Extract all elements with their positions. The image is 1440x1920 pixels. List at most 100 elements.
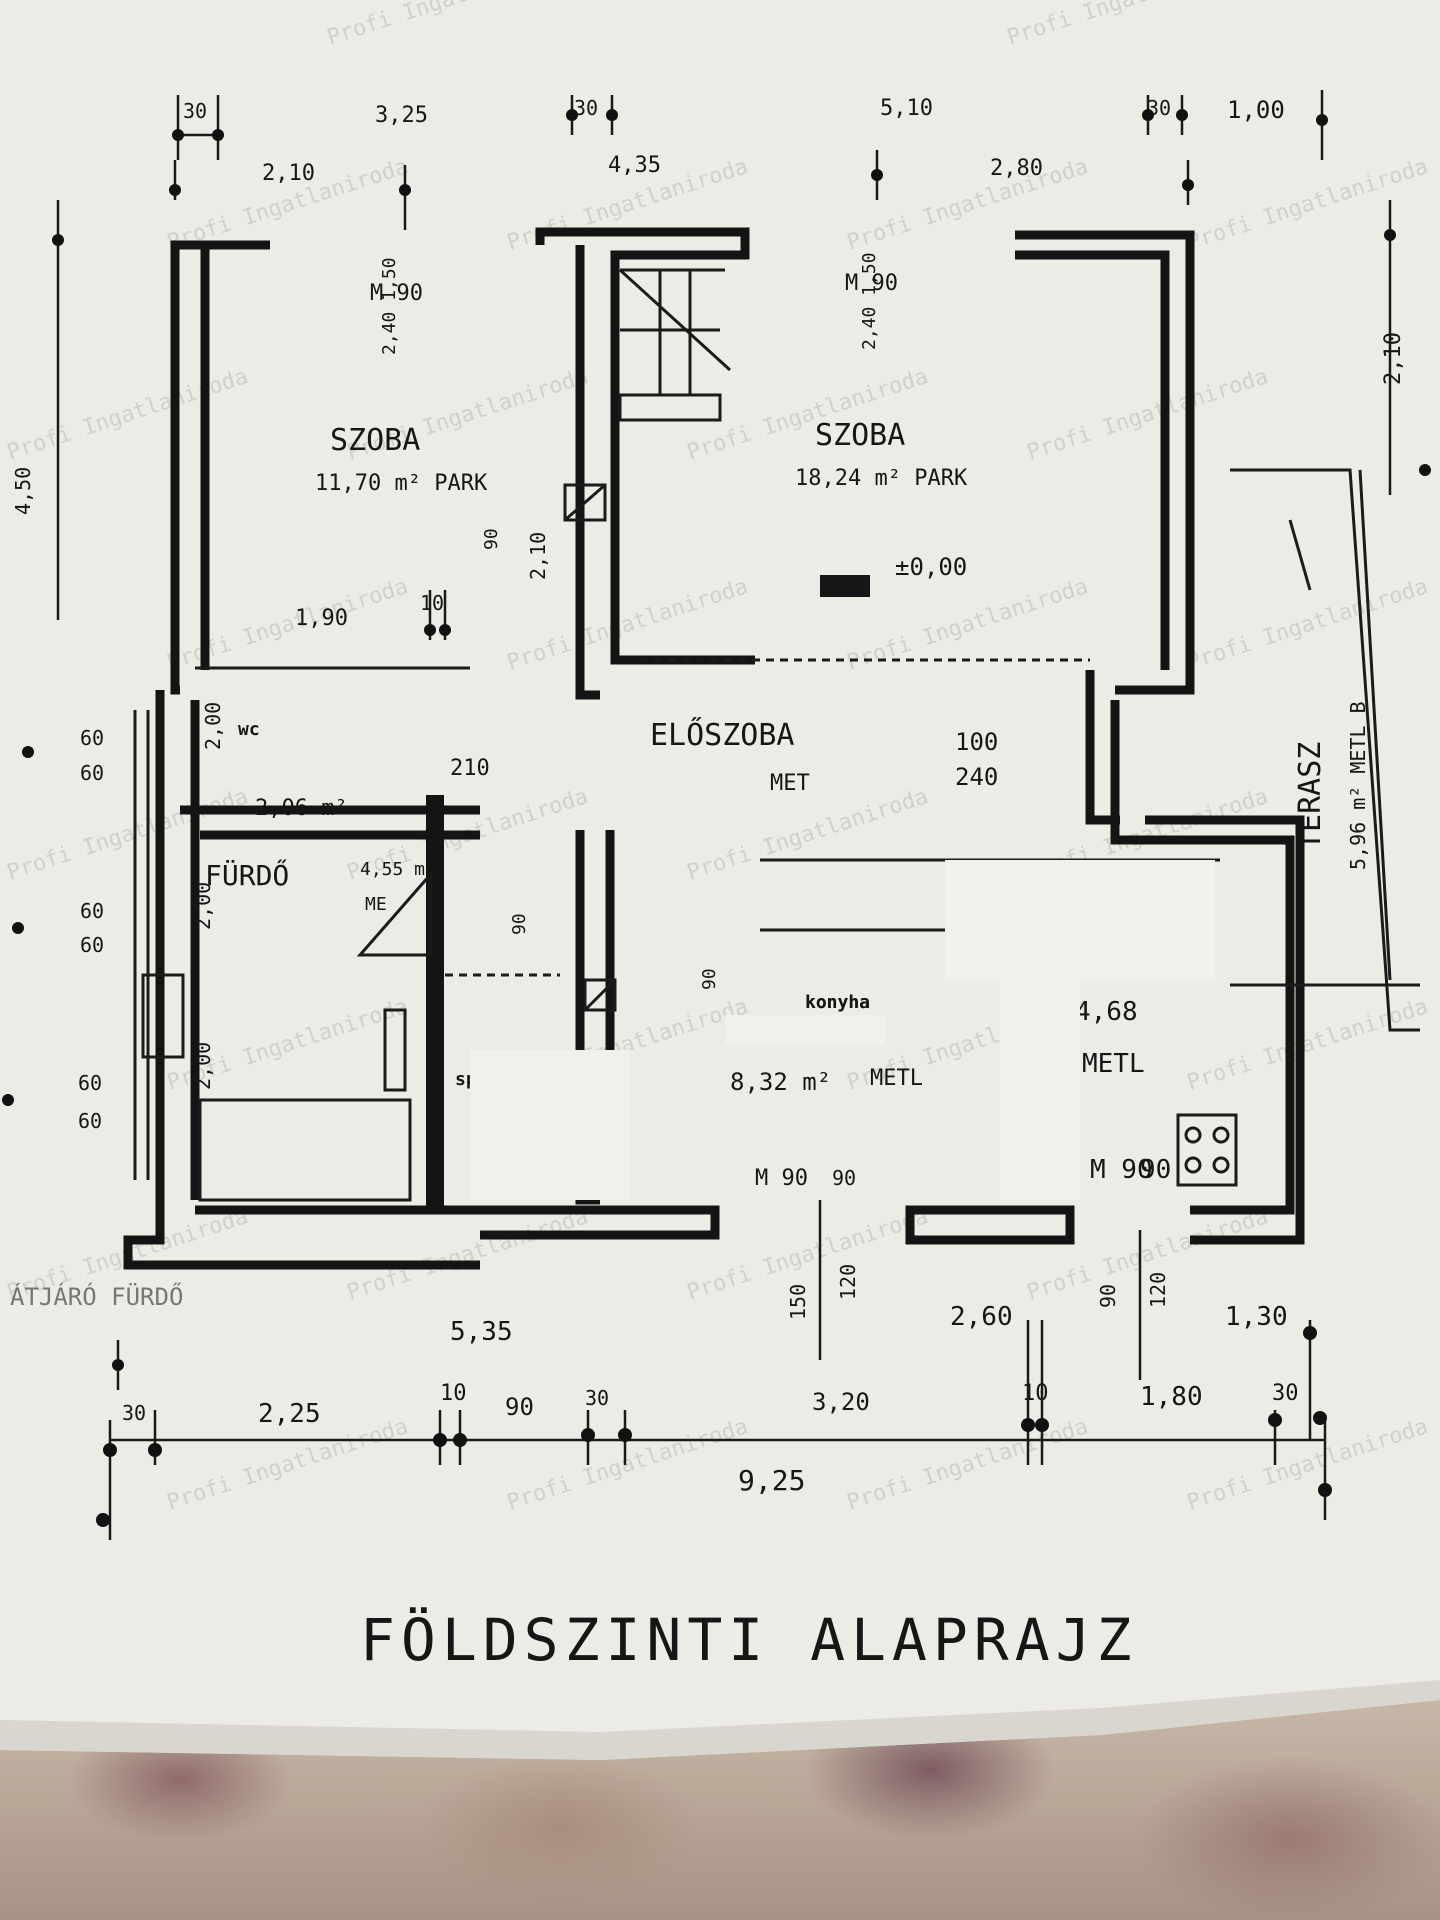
dim-inner: 90	[1140, 1155, 1171, 1185]
window-left	[133, 710, 150, 1180]
wall-bottom-left	[195, 1205, 720, 1240]
legend-left: ÁTJÁRÓ FÜRDŐ	[10, 1281, 183, 1311]
dim-inner: 90	[481, 528, 502, 550]
room-konyha-name-overlay: konyha	[805, 992, 870, 1013]
room-szoba1-window: 2,40 1,50	[379, 257, 400, 355]
room-szoba2-name: SZOBA	[815, 418, 905, 453]
dim-left: 60	[80, 726, 104, 750]
dim-inner: 210	[450, 756, 490, 781]
door-swing	[356, 871, 432, 957]
wall-hall-right	[1085, 670, 1120, 825]
dim-left: 60	[80, 899, 104, 923]
chimney	[583, 978, 617, 1012]
stove-burner	[1212, 1156, 1230, 1174]
bathtub	[198, 1098, 412, 1202]
dim-left: 60	[80, 933, 104, 957]
dim-left: 60	[80, 761, 104, 785]
dim-inner: 90	[509, 913, 530, 935]
dim-bottom: 90	[1096, 1284, 1120, 1308]
paper-shadow	[0, 1680, 1440, 1760]
room-konyha-floor: METL	[870, 1066, 923, 1091]
room-konyha-area: 8,32 m²	[730, 1068, 831, 1096]
room-terasz-area: 5,96 m² METL B	[1346, 701, 1370, 870]
door-label: M 90	[1090, 1155, 1153, 1185]
room-szoba2-level: ±0,00	[895, 553, 967, 581]
room-szoba2-window: 2,40 1,50	[859, 252, 880, 350]
dim-top2: 2,10	[262, 161, 315, 186]
dim-inner: 10	[420, 591, 444, 615]
room-wc-area: 2,06 m²	[255, 796, 348, 821]
room-etkezo-floor: METL	[1082, 1049, 1145, 1079]
dim-top2: 4,35	[608, 153, 661, 178]
room-eloszoba-height: 100	[955, 728, 998, 756]
room-eloszoba-name: ELŐSZOBA	[650, 716, 795, 753]
wall-right-room	[1015, 230, 1195, 695]
dim-bottom2: 1,80	[1140, 1382, 1203, 1412]
dim-bottom: 1,30	[1225, 1302, 1288, 1332]
wall-mid-room	[535, 227, 755, 665]
dim-top: 1,00	[1227, 96, 1285, 124]
chimney-hatch	[583, 978, 617, 1012]
shower-tray	[383, 1008, 407, 1092]
dim-bottom2: 2,25	[258, 1399, 321, 1429]
chimney-hatch	[564, 483, 606, 522]
room-terasz-name: TERASZ	[1293, 742, 1328, 850]
dim-top: 5,10	[880, 96, 933, 121]
dim-inner: 1,90	[295, 606, 348, 631]
dim-bottom2: 30	[122, 1401, 146, 1425]
dim-bottom: 2,60	[950, 1302, 1013, 1332]
dim-inner: 2,10	[526, 532, 550, 580]
room-furdo-area: 4,55 m²	[360, 859, 436, 880]
room-szoba2-area: 18,24 m² PARK	[795, 466, 968, 491]
dim-top: 30	[183, 99, 207, 123]
walls	[123, 227, 1420, 1270]
dim-bottom2: 30	[585, 1386, 609, 1410]
dim-right: 2,10	[1381, 332, 1406, 385]
redactions	[470, 860, 1215, 1200]
dim-top: 3,25	[375, 103, 428, 128]
room-furdo-name: FÜRDŐ	[205, 858, 289, 892]
dim-bottom2: 30	[1272, 1381, 1299, 1406]
room-wc-name: wc	[238, 719, 260, 740]
dim-inner: 90	[699, 968, 720, 990]
dim-bottom: 150	[786, 1284, 810, 1320]
dim-bottom2: 90	[505, 1393, 534, 1421]
chimney	[563, 483, 607, 522]
dim-inner: 2,00	[191, 882, 215, 930]
stove	[1176, 1113, 1238, 1187]
dim-bottom: 5,35	[450, 1317, 513, 1347]
dim-bottom: 120	[1146, 1272, 1170, 1308]
dimensions: 30 3,25 30 5,10 30 1,00 2,10 4,35 2,80 2…	[2, 90, 1431, 1540]
terrace-inner	[1288, 519, 1312, 591]
plan-title: FÖLDSZINTI ALAPRAJZ	[360, 1606, 1137, 1674]
wall-right-kitchen	[1110, 700, 1295, 1215]
room-eloszoba-area: MET	[770, 771, 810, 796]
wall-right-kitchen-inner	[1145, 815, 1305, 1245]
room-szoba1-door: M 90	[370, 281, 423, 306]
room-konyha-name: konyha	[805, 992, 870, 1013]
stair-treads	[618, 393, 722, 422]
room-eloszoba-width: 240	[955, 763, 998, 791]
dim-top2: 2,80	[990, 156, 1043, 181]
wall-mid-left	[575, 245, 600, 700]
paper	[0, 0, 1440, 1760]
dim-bottom2: 10	[1022, 1381, 1049, 1406]
stove-burner	[1212, 1126, 1230, 1144]
room-szoba1-area: 11,70 m² PARK	[315, 471, 488, 496]
dim-inner: 2,00	[201, 702, 225, 750]
stove-burner	[1184, 1126, 1202, 1144]
dim-dots	[2, 109, 1431, 1527]
wall-left-room-inner	[200, 240, 255, 670]
dim-bottom: 120	[836, 1264, 860, 1300]
terrace-lines	[1230, 468, 1420, 1032]
dim-bottom2: 3,20	[812, 1388, 870, 1416]
door-label: M 90	[755, 1166, 808, 1191]
dim-bottom2: 10	[440, 1381, 467, 1406]
dim-left: 60	[78, 1109, 102, 1133]
heater	[820, 575, 870, 597]
wall-right-room-inner	[1015, 250, 1170, 670]
room-szoba1-name: SZOBA	[330, 423, 420, 458]
room-szoba2-door: M 90	[845, 271, 898, 296]
wall-bottom-right	[905, 1205, 1075, 1245]
